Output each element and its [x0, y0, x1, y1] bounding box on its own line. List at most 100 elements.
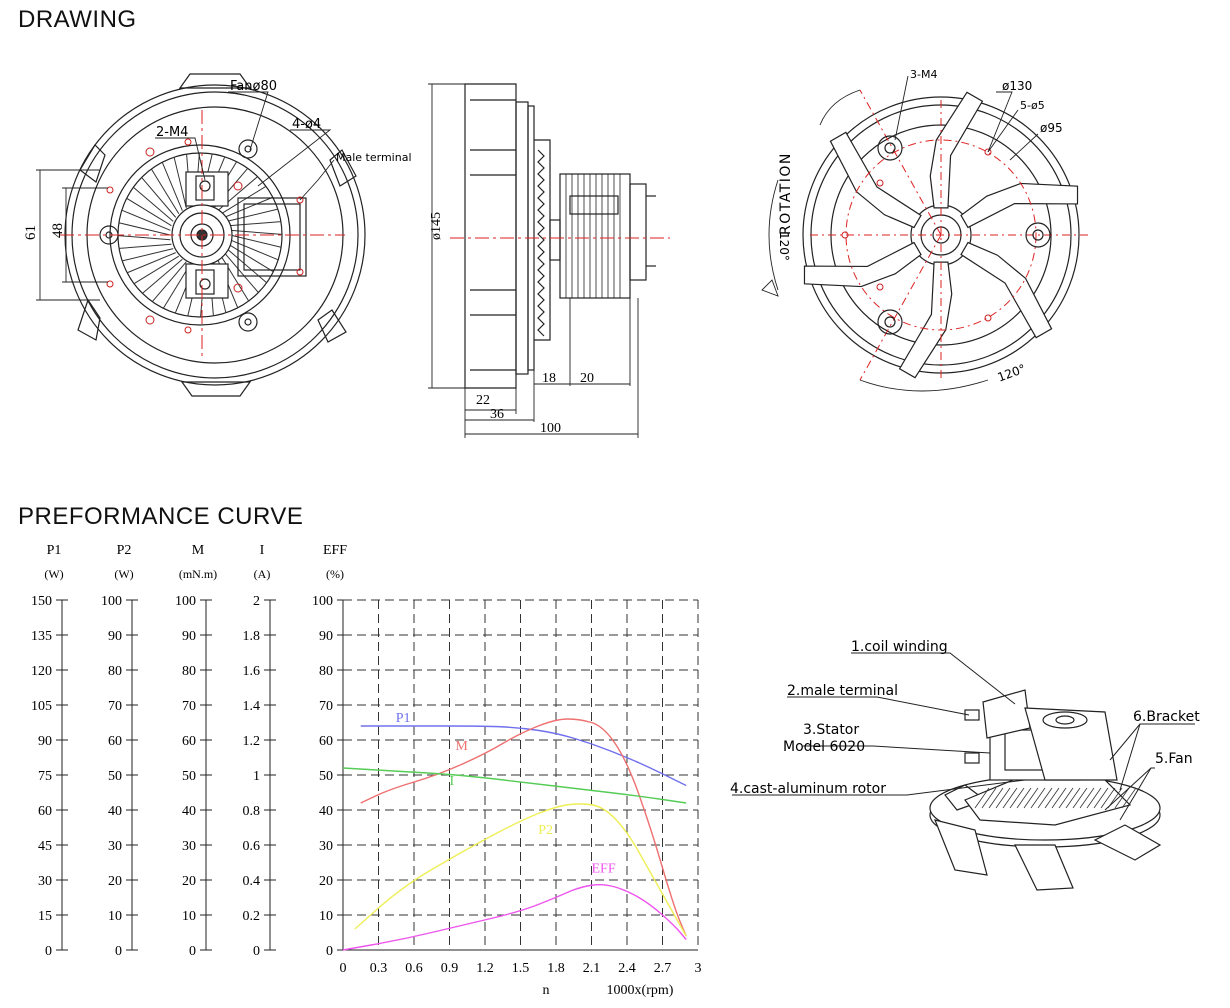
- tick-label: 1.2: [243, 734, 261, 749]
- dim-36: 36: [490, 407, 504, 422]
- part-coil-winding: 1.coil winding: [851, 639, 948, 655]
- tick-label: 70: [182, 699, 196, 714]
- axis-name-m: M: [192, 543, 205, 558]
- tick-label: 10: [319, 909, 333, 924]
- series-line-i: [342, 767, 687, 804]
- tick-label: 50: [182, 769, 196, 784]
- axis-unit-p2: (W): [114, 567, 133, 581]
- tick-label: 60: [182, 734, 196, 749]
- tick-label: 10: [182, 909, 196, 924]
- series-label-p2: P2: [538, 823, 553, 838]
- part-bracket: 6.Bracket: [1133, 709, 1200, 725]
- axis-unit-eff: (%): [326, 567, 344, 581]
- tick-label: 0: [326, 944, 333, 959]
- tick-label: 30: [38, 874, 52, 889]
- axis-name-p2: P2: [117, 543, 132, 558]
- rotation-label: ROTATION: [778, 152, 794, 235]
- tick-label: 1.4: [243, 699, 261, 714]
- series-line-m: [360, 718, 687, 937]
- tick-label: 150: [31, 594, 52, 609]
- tick-label: 100: [175, 594, 196, 609]
- tick-label: 40: [182, 804, 196, 819]
- performance-chart: P1(W)0153045607590105120135150P2(W)01020…: [31, 543, 702, 998]
- rear-fan-blade: [829, 131, 922, 229]
- tick-label: 60: [38, 804, 52, 819]
- parts-diagram: 1.coil winding 2.male terminal 3.Stator …: [730, 639, 1200, 891]
- x-axis-n-label: n: [543, 983, 550, 998]
- tick-label: 1.6: [243, 664, 261, 679]
- x-tick-label: 0: [340, 961, 347, 976]
- axis-unit-i: (A): [254, 567, 271, 581]
- drawing-title: DRAWING: [18, 6, 137, 33]
- dim-diameter-145: ø145: [429, 212, 444, 240]
- series-label-i: I: [450, 774, 455, 789]
- part-fan: 5.Fan: [1155, 751, 1193, 767]
- tick-label: 1: [253, 769, 260, 784]
- tick-label: 2: [253, 594, 260, 609]
- tick-label: 120: [31, 664, 52, 679]
- tick-label: 50: [319, 769, 333, 784]
- axis-name-p1: P1: [47, 543, 62, 558]
- tick-label: 0.2: [243, 909, 261, 924]
- dim-100: 100: [540, 421, 561, 436]
- angle-label-1: 120°: [777, 232, 791, 261]
- rear-fan-blade: [803, 241, 922, 288]
- tick-label: 80: [108, 664, 122, 679]
- axis-name-eff: EFF: [323, 543, 347, 558]
- dim-61: 61: [23, 225, 39, 240]
- dim-18: 18: [542, 371, 556, 386]
- series-line-p2: [354, 803, 687, 937]
- tick-label: 40: [319, 804, 333, 819]
- tick-label: 45: [38, 839, 52, 854]
- tick-label: 30: [182, 839, 196, 854]
- side-view-drawing: ø145 18 20 22 36 100: [428, 83, 670, 438]
- tick-label: 20: [182, 874, 196, 889]
- tick-label: 15: [38, 909, 52, 924]
- tick-label: 90: [319, 629, 333, 644]
- rear-fan-blade: [929, 91, 984, 209]
- dim-20: 20: [580, 371, 594, 386]
- tick-label: 105: [31, 699, 52, 714]
- x-tick-label: 3: [695, 961, 702, 976]
- series-line-p1: [360, 725, 687, 787]
- tick-label: 50: [108, 769, 122, 784]
- series-label-eff: EFF: [592, 862, 616, 877]
- bolt-label: 2-M4: [156, 125, 188, 140]
- rear-holes-label: 5-ø5: [1020, 99, 1045, 112]
- male-terminal-label: Male terminal: [336, 151, 412, 164]
- x-tick-label: 0.6: [405, 961, 423, 976]
- rear-fan-blade: [960, 182, 1079, 229]
- tick-label: 60: [319, 734, 333, 749]
- x-tick-label: 2.4: [618, 961, 636, 976]
- performance-curve-title: PREFORMANCE CURVE: [18, 503, 304, 530]
- tick-label: 0.6: [243, 839, 261, 854]
- dim-22: 22: [476, 393, 490, 408]
- tick-label: 90: [108, 629, 122, 644]
- tick-label: 80: [182, 664, 196, 679]
- tick-label: 75: [38, 769, 52, 784]
- x-tick-label: 1.5: [512, 961, 530, 976]
- tick-label: 0.4: [243, 874, 261, 889]
- rear-view-drawing: 3-M4 ø130 5-ø5 ø95 ROTATION 120° 120°: [761, 68, 1090, 392]
- x-tick-label: 1.8: [547, 961, 565, 976]
- series-label-m: M: [455, 739, 468, 754]
- part-male-terminal: 2.male terminal: [787, 683, 898, 699]
- axis-unit-p1: (W): [44, 567, 63, 581]
- tick-label: 40: [108, 804, 122, 819]
- rear-fan-blade: [960, 241, 1053, 339]
- x-tick-label: 0.9: [441, 961, 459, 976]
- tick-label: 70: [108, 699, 122, 714]
- rear-fan-blade: [898, 261, 953, 379]
- tick-label: 90: [182, 629, 196, 644]
- part-rotor: 4.cast-aluminum rotor: [730, 781, 886, 797]
- fan-diameter-label: Fanø80: [230, 79, 277, 94]
- x-tick-label: 1.2: [476, 961, 494, 976]
- tick-label: 20: [319, 874, 333, 889]
- series-line-eff: [342, 883, 687, 951]
- tick-label: 20: [108, 874, 122, 889]
- rear-bolt-label: 3-M4: [910, 68, 937, 81]
- front-view-drawing: 61 48 Fanø80 2-M4 4-ø4 Male terminal: [23, 73, 412, 397]
- angle-label-2: 120°: [996, 362, 1028, 385]
- hole-label: 4-ø4: [292, 117, 321, 132]
- tick-label: 100: [312, 594, 333, 609]
